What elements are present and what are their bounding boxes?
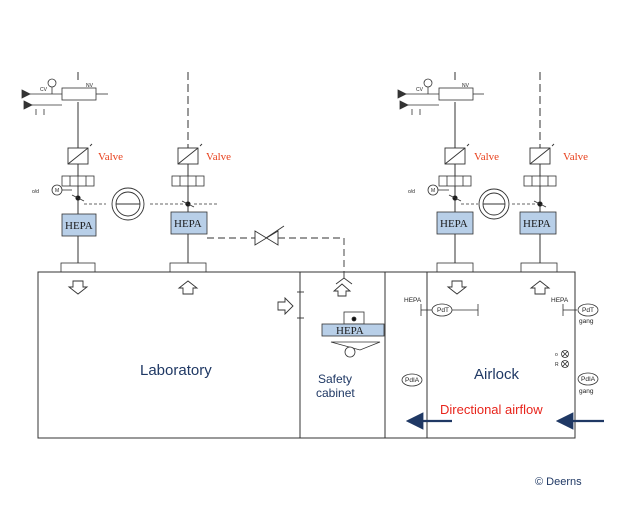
airflow-arrows-hollow	[67, 280, 551, 316]
hepa-box-3: HEPA	[436, 211, 474, 235]
nv-label: NV	[86, 83, 94, 89]
hepa-box-1: HEPA	[61, 213, 97, 237]
cv-label: CV	[40, 87, 48, 93]
o-d-label-right: o/d	[408, 189, 415, 195]
valve-symbol-4	[529, 143, 555, 165]
cv-label-right: CV	[416, 87, 424, 93]
cabinet-intake	[297, 277, 353, 319]
room-walls	[37, 271, 576, 439]
control-assembly-right	[397, 78, 484, 115]
hepa-label-4: HEPA	[523, 218, 551, 230]
hepa-label-3: HEPA	[440, 218, 468, 230]
m-label-right: M	[431, 188, 435, 194]
copyright-credit: © Deerns	[535, 476, 582, 488]
o-d-label-left: o/d	[32, 189, 39, 195]
valve-symbol-2	[177, 143, 203, 165]
hepa-label-1: HEPA	[65, 220, 93, 232]
directional-airflow-label: Directional airflow	[440, 402, 543, 417]
safety-cabinet	[321, 311, 385, 358]
pdt-label-2: PdT	[582, 307, 594, 314]
duct-lines-right	[454, 72, 541, 263]
hepa-box-2: HEPA	[170, 211, 208, 235]
room-label-safety-line1: Safety	[318, 372, 352, 386]
hepa-label-cabinet: HEPA	[336, 325, 364, 337]
damper-row-left	[51, 184, 218, 208]
hepa-small-label-2: HEPA	[551, 297, 569, 304]
room-label-laboratory: Laboratory	[140, 362, 212, 379]
o-label: o	[555, 352, 558, 358]
valve-label-3: Valve	[474, 151, 499, 163]
diffusers	[60, 262, 558, 273]
damper-row-right	[427, 184, 547, 208]
flex-connectors	[61, 175, 557, 187]
pdia-label-1: PdIA	[405, 377, 420, 384]
fan-right	[478, 188, 510, 220]
gang-label-1: gang	[579, 318, 594, 325]
r-label: R	[555, 362, 559, 368]
m-label-left: M	[55, 188, 59, 194]
nv-label-right: NV	[462, 83, 470, 89]
valve-symbol-1	[67, 143, 93, 165]
valve-label-4: Valve	[563, 151, 588, 163]
valve-symbol-3	[444, 143, 470, 165]
pressure-sensors	[401, 303, 599, 387]
gang-label-2: gang	[579, 388, 594, 395]
valve-label-1: Valve	[98, 151, 123, 163]
fan-left	[111, 187, 145, 221]
pdt-label-1: PdT	[437, 307, 449, 314]
room-label-airlock: Airlock	[474, 366, 520, 383]
room-label-safety-line2: cabinet	[316, 386, 355, 400]
cabinet-duct	[207, 225, 345, 280]
pdia-label-2: PdIA	[581, 376, 596, 383]
hepa-box-4: HEPA	[519, 211, 557, 235]
control-assembly-left	[21, 78, 108, 115]
hepa-label-2: HEPA	[174, 218, 202, 230]
hepa-small-label-1: HEPA	[404, 297, 422, 304]
valve-label-2: Valve	[206, 151, 231, 163]
